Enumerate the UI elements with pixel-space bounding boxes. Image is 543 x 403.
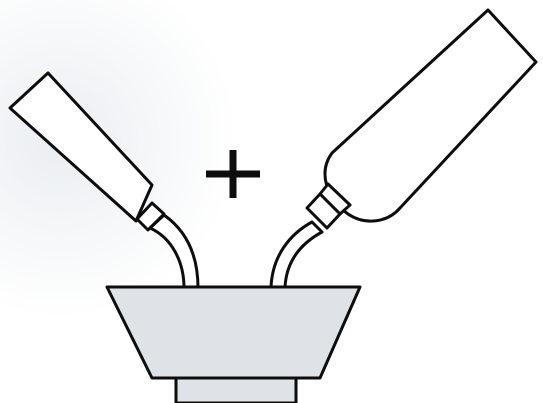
tube-icon — [10, 73, 164, 230]
bottle-icon — [307, 10, 536, 228]
bowl-base — [176, 378, 296, 403]
plus-icon — [206, 150, 260, 198]
bottle-body — [325, 10, 536, 221]
right-pour-stream — [271, 222, 322, 288]
left-pour-stream — [150, 215, 198, 288]
bowl-icon — [107, 287, 360, 403]
tube-body — [10, 73, 152, 221]
bowl-body — [107, 287, 360, 378]
